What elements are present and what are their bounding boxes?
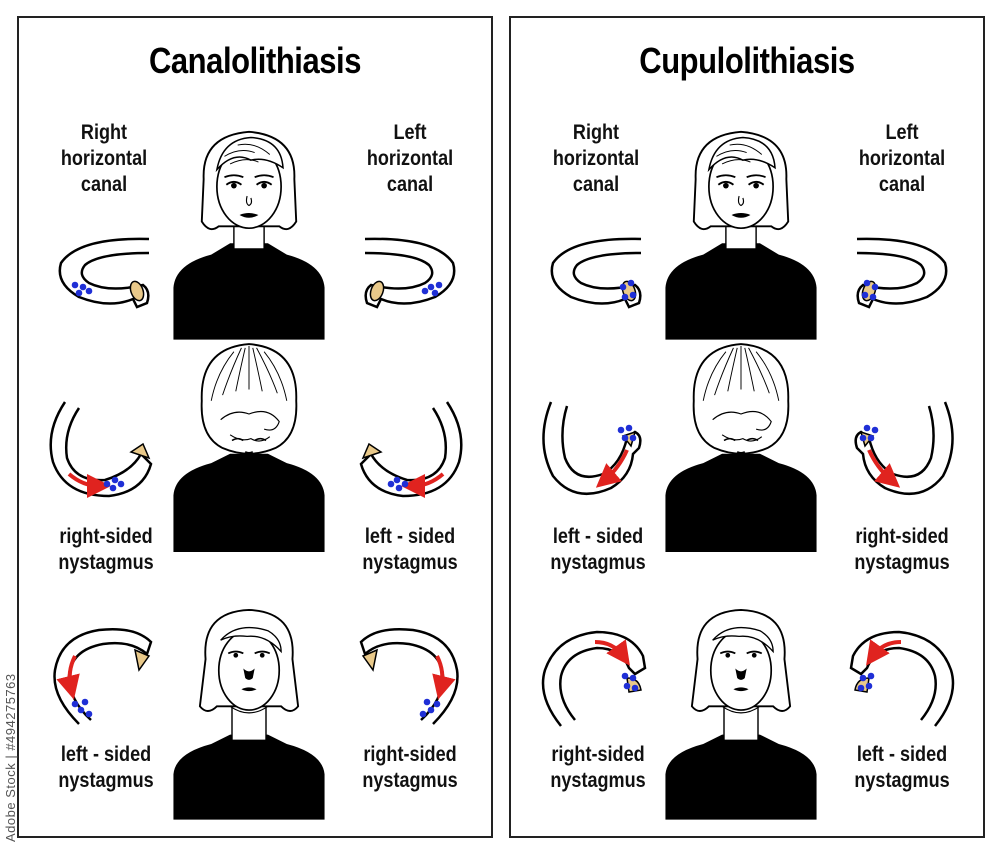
label-line: Right: [572, 121, 620, 144]
label-line: nystagmus: [362, 769, 458, 792]
row1-left-label: Right horizontal canal: [532, 120, 661, 198]
row3-right-label: right-sided nystagmus: [346, 742, 475, 794]
canal-diagram-down-right: [359, 401, 463, 498]
label-line: nystagmus: [550, 769, 646, 792]
right-canal-diagram: [550, 237, 642, 309]
label-line: horizontal: [366, 147, 454, 170]
row2-left-label: right-sided nystagmus: [42, 524, 171, 576]
label-line: right-sided: [855, 525, 949, 548]
label-line: nystagmus: [854, 769, 950, 792]
row2-right-label: right-sided nystagmus: [838, 524, 967, 576]
canal-diagram-up-right: [849, 630, 955, 727]
label-line: Right: [80, 121, 128, 144]
label-line: right-sided: [59, 525, 153, 548]
label-line: canal: [80, 173, 128, 196]
canal-diagram-up-right: [359, 628, 459, 725]
label-line: canal: [878, 173, 926, 196]
label-line: right-sided: [551, 743, 645, 766]
panel-title: Cupulolithiasis: [639, 40, 855, 81]
label-line: left - sided: [60, 743, 152, 766]
label-line: nystagmus: [550, 551, 646, 574]
canalolithiasis-panel: Canalolithiasis Right horizontal canal L…: [17, 16, 493, 838]
cupulolithiasis-panel: Cupulolithiasis Right horizontal canal L…: [509, 16, 985, 838]
label-line: nystagmus: [362, 551, 458, 574]
row2-left-label: left - sided nystagmus: [534, 524, 663, 576]
row1-left-label: Right horizontal canal: [40, 120, 169, 198]
label-line: nystagmus: [58, 769, 154, 792]
label-line: Left: [393, 121, 427, 144]
head-front-figure: [656, 118, 826, 344]
head-front-figure: [164, 118, 334, 344]
canal-diagram-down-right: [854, 401, 954, 496]
head-up-figure: [656, 598, 826, 824]
canal-diagram-up-left: [541, 630, 647, 727]
canal-diagram-up-left: [53, 628, 153, 725]
label-line: nystagmus: [58, 551, 154, 574]
head-down-figure: [172, 343, 326, 552]
head-down-figure: [664, 343, 818, 552]
label-line: nystagmus: [854, 551, 950, 574]
row3-right-label: left - sided nystagmus: [838, 742, 967, 794]
canal-diagram-down-left: [49, 401, 153, 498]
label-line: horizontal: [858, 147, 946, 170]
label-line: left - sided: [552, 525, 644, 548]
left-canal-diagram: [364, 237, 456, 309]
stock-watermark: Adobe Stock | #494275763: [3, 673, 18, 842]
label-line: left - sided: [856, 743, 948, 766]
row2-right-label: left - sided nystagmus: [346, 524, 475, 576]
panel-title: Canalolithiasis: [148, 40, 362, 81]
label-line: canal: [386, 173, 434, 196]
right-canal-diagram: [58, 237, 150, 309]
label-line: Left: [885, 121, 919, 144]
row3-left-label: right-sided nystagmus: [534, 742, 663, 794]
row1-right-label: Left horizontal canal: [838, 120, 967, 198]
canal-diagram-down-left: [542, 401, 642, 496]
left-canal-diagram: [856, 237, 948, 309]
label-line: right-sided: [363, 743, 457, 766]
head-up-figure: [164, 598, 334, 824]
label-line: horizontal: [60, 147, 148, 170]
label-line: left - sided: [364, 525, 456, 548]
row1-right-label: Left horizontal canal: [346, 120, 475, 198]
label-line: horizontal: [552, 147, 640, 170]
label-line: canal: [572, 173, 620, 196]
row3-left-label: left - sided nystagmus: [42, 742, 171, 794]
